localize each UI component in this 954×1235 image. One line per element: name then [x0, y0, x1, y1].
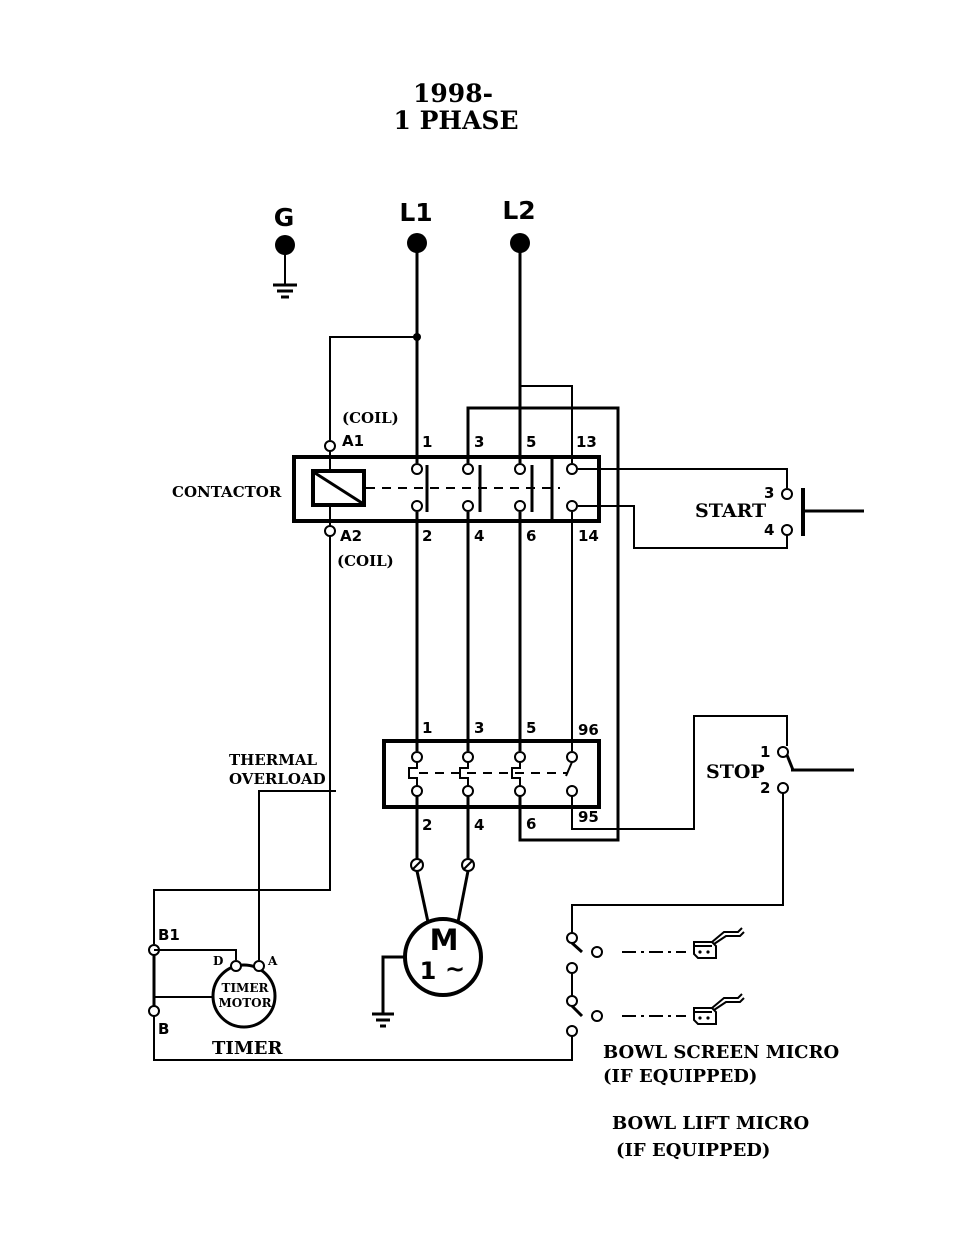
coil-top-label: (COIL) — [342, 409, 399, 427]
contactor-aux-contact-13-14 — [567, 464, 577, 511]
overload-top-terminal-3: 3 — [474, 719, 484, 737]
start-terminal-4-label: 4 — [764, 521, 774, 539]
bowl-lift-micro-actuator-icon — [694, 994, 744, 1024]
coil-bottom-label: (COIL) — [337, 552, 394, 570]
motor-lead-terminal-1 — [411, 859, 423, 871]
timer-motor-label-line2: MOTOR — [218, 996, 272, 1010]
bowl-screen-micro-actuator-icon — [694, 928, 744, 958]
diagram-title-line2: 1 PHASE — [393, 106, 518, 135]
bowl-screen-micro-label-line2: (IF EQUIPPED) — [603, 1066, 757, 1087]
contactor-top-terminal-1: 1 — [422, 433, 432, 451]
contactor-coil-icon — [313, 471, 364, 505]
timer-terminal-b — [149, 1006, 159, 1016]
timer-b1-to-d-wire — [154, 950, 236, 960]
contactor-bottom-terminal-6: 6 — [526, 527, 536, 545]
overload-top-terminal-1: 1 — [422, 719, 432, 737]
coil-a2-label: A2 — [340, 527, 362, 545]
timer-label: TIMER — [212, 1038, 283, 1059]
stop-contact — [787, 755, 793, 770]
start-terminal-3-label: 3 — [764, 484, 774, 502]
contactor-bottom-terminal-14: 14 — [578, 527, 599, 545]
coil-a2-to-timer-wire — [154, 536, 330, 944]
bowl-screen-micro-switch — [567, 933, 602, 973]
contactor-bottom-terminal-2: 2 — [422, 527, 432, 545]
start-label: START — [695, 500, 766, 522]
contactor-top-terminal-3: 3 — [474, 433, 484, 451]
aux-loop-wire — [468, 408, 618, 840]
overload-label-line2: OVERLOAD — [229, 770, 326, 788]
coil-a2-terminal — [325, 526, 335, 536]
contactor-label: CONTACTOR — [172, 483, 282, 501]
overload-to-timer-wire — [259, 791, 336, 960]
start-terminal-3 — [782, 489, 792, 499]
motor-ac-symbol: ~ — [445, 955, 465, 983]
timer-terminal-b1-label: B1 — [158, 926, 180, 944]
coil-a1-label: A1 — [342, 432, 364, 450]
coil-a1-terminal — [325, 441, 335, 451]
overload-bottom-terminal-95: 95 — [578, 808, 599, 826]
timer-terminal-d-label: D — [213, 954, 223, 968]
stop-terminal-2 — [778, 783, 788, 793]
stop-to-micro-wire — [572, 793, 783, 933]
contactor-bottom-terminal-4: 4 — [474, 527, 484, 545]
overload-top-terminal-5: 5 — [526, 719, 536, 737]
timer-motor-terminal-a — [254, 961, 264, 971]
l2-to-13-wire — [520, 386, 572, 463]
overload-bottom-terminal-4: 4 — [474, 816, 484, 834]
l1-terminal-label: L1 — [399, 198, 432, 227]
contactor-top-terminal-5: 5 — [526, 433, 536, 451]
timer-terminal-b-label: B — [158, 1020, 169, 1038]
l2-terminal-label: L2 — [502, 196, 535, 225]
overload-bottom-terminal-2: 2 — [422, 816, 432, 834]
bowl-lift-micro-switch — [567, 996, 602, 1036]
ground-terminal-label: G — [274, 203, 295, 232]
ground-terminal-dot — [275, 235, 295, 255]
start-terminal-4 — [782, 525, 792, 535]
timer-motor-terminal-d — [231, 961, 241, 971]
ground-symbol-icon — [273, 253, 297, 297]
timer-terminal-a-label: A — [267, 954, 278, 968]
motor-phase: 1 — [420, 957, 437, 985]
start-wire-3 — [578, 469, 787, 488]
overload-top-terminal-96: 96 — [578, 721, 599, 739]
diagram-title-line1: 1998- — [413, 79, 493, 108]
timer-motor-label-line1: TIMER — [222, 981, 270, 995]
motor-ground-wire — [383, 957, 405, 1013]
overload-bottom-terminal-6: 6 — [526, 815, 536, 833]
overload-label-line1: THERMAL — [229, 751, 317, 769]
motor-ground-icon — [372, 1014, 394, 1026]
bowl-screen-micro-label-line1: BOWL SCREEN MICRO — [603, 1042, 839, 1063]
stop-terminal-1-label: 1 — [760, 743, 770, 761]
contactor-top-terminal-13: 13 — [576, 433, 597, 451]
bowl-lift-micro-label-line2: (IF EQUIPPED) — [616, 1140, 770, 1161]
stop-label: STOP — [706, 761, 765, 783]
bowl-lift-micro-label-line1: BOWL LIFT MICRO — [612, 1113, 809, 1134]
stop-terminal-2-label: 2 — [760, 779, 770, 797]
motor-letter: M — [430, 923, 459, 957]
motor-lead-terminal-2 — [462, 859, 474, 871]
